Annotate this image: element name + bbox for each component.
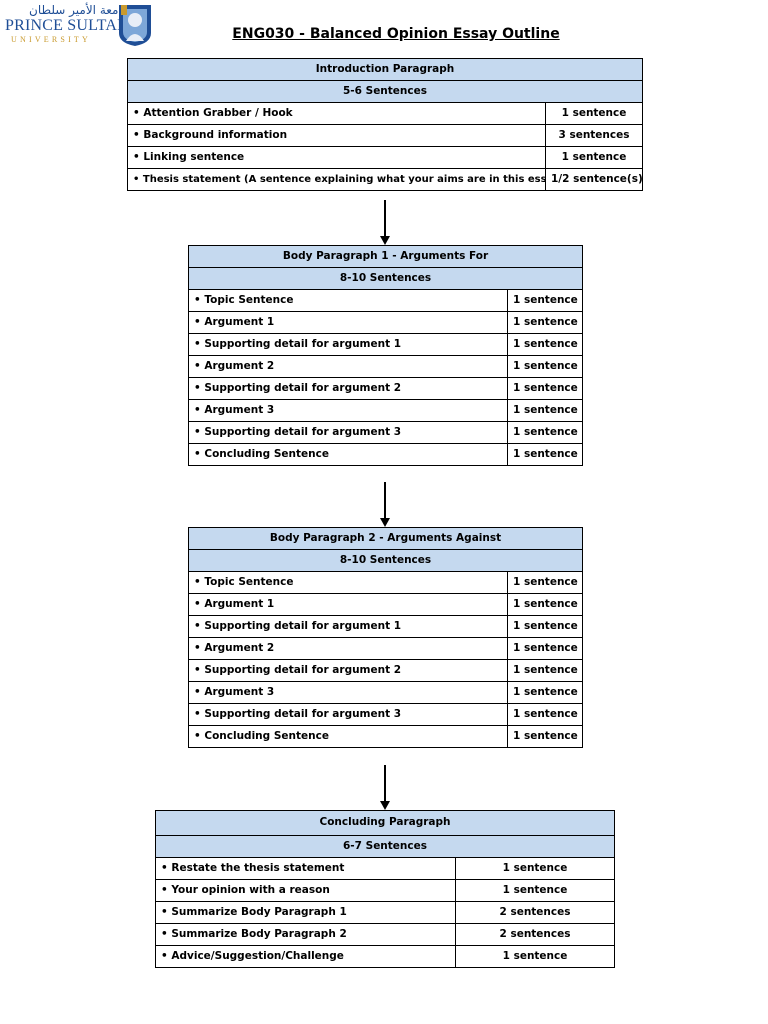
row-item: • Summarize Body Paragraph 2	[155, 923, 456, 946]
row-item: • Thesis statement (A sentence explainin…	[127, 168, 546, 191]
section-title: Body Paragraph 2 - Arguments Against	[187, 527, 584, 550]
logo-name: PRINCE SULTAN	[5, 17, 129, 34]
sentence-range: 6-7 Sentences	[155, 835, 615, 858]
row-count: 1 sentence	[544, 102, 644, 125]
row-item: • Argument 3	[188, 681, 508, 704]
row-item: • Supporting detail for argument 1	[188, 333, 508, 356]
logo-arabic-text: جامعة الأمير سلطان	[29, 3, 130, 17]
concluding-paragraph-table: Concluding Paragraph 6-7 Sentences • Res…	[155, 810, 615, 968]
row-item: • Topic Sentence	[188, 571, 508, 594]
row-item: • Your opinion with a reason	[155, 879, 456, 902]
row-count: 1/2 sentence(s)	[544, 168, 644, 191]
row-item: • Supporting detail for argument 2	[188, 659, 508, 682]
row-item: • Linking sentence	[127, 146, 546, 169]
row-item: • Supporting detail for argument 3	[188, 703, 508, 726]
down-arrow-icon	[380, 200, 390, 245]
row-count: 1 sentence	[455, 945, 615, 968]
row-item: • Background information	[127, 124, 546, 147]
row-count: 1 sentence	[506, 615, 584, 638]
row-count: 1 sentence	[506, 443, 584, 466]
row-item: • Supporting detail for argument 3	[188, 421, 508, 444]
introduction-table: Introduction Paragraph 5-6 Sentences • A…	[126, 58, 644, 191]
row-count: 1 sentence	[506, 703, 584, 726]
row-count: 1 sentence	[506, 681, 584, 704]
row-count: 1 sentence	[506, 311, 584, 334]
row-item: • Attention Grabber / Hook	[127, 102, 546, 125]
row-item: • Supporting detail for argument 2	[188, 377, 508, 400]
row-item: • Concluding Sentence	[188, 443, 508, 466]
row-count: 2 sentences	[455, 923, 615, 946]
row-count: 1 sentence	[506, 421, 584, 444]
row-item: • Argument 1	[188, 311, 508, 334]
sentence-range: 8-10 Sentences	[187, 267, 584, 290]
row-count: 1 sentence	[506, 399, 584, 422]
row-count: 1 sentence	[506, 659, 584, 682]
sentence-range: 5-6 Sentences	[126, 80, 644, 103]
row-count: 1 sentence	[506, 377, 584, 400]
down-arrow-icon	[380, 482, 390, 527]
row-count: 2 sentences	[455, 901, 615, 924]
row-item: • Argument 3	[188, 399, 508, 422]
logo-subtitle: UNIVERSITY	[11, 35, 91, 44]
row-item: • Concluding Sentence	[188, 725, 508, 748]
row-item: • Argument 2	[188, 355, 508, 378]
table-row: • Thesis statement (A sentence explainin…	[127, 168, 644, 191]
sentence-range: 8-10 Sentences	[187, 549, 584, 572]
body-paragraph-1-table: Body Paragraph 1 - Arguments For 8-10 Se…	[187, 245, 584, 466]
section-title: Concluding Paragraph	[155, 810, 615, 836]
section-title: Body Paragraph 1 - Arguments For	[187, 245, 584, 268]
row-count: 1 sentence	[506, 725, 584, 748]
row-item: • Supporting detail for argument 1	[188, 615, 508, 638]
row-count: 1 sentence	[506, 571, 584, 594]
row-count: 1 sentence	[455, 879, 615, 902]
row-count: 1 sentence	[544, 146, 644, 169]
row-item: • Advice/Suggestion/Challenge	[155, 945, 456, 968]
document-title: ENG030 - Balanced Opinion Essay Outline	[232, 26, 560, 42]
row-count: 1 sentence	[506, 289, 584, 312]
row-item: • Argument 2	[188, 637, 508, 660]
row-item: • Topic Sentence	[188, 289, 508, 312]
row-item: • Argument 1	[188, 593, 508, 616]
university-emblem-icon	[119, 5, 151, 46]
section-title: Introduction Paragraph	[126, 58, 644, 81]
row-item: • Summarize Body Paragraph 1	[155, 901, 456, 924]
row-count: 1 sentence	[506, 355, 584, 378]
down-arrow-icon	[380, 765, 390, 810]
body-paragraph-2-table: Body Paragraph 2 - Arguments Against 8-1…	[187, 527, 584, 748]
row-item: • Restate the thesis statement	[155, 857, 456, 880]
row-count: 1 sentence	[455, 857, 615, 880]
row-count: 1 sentence	[506, 333, 584, 356]
row-count: 1 sentence	[506, 593, 584, 616]
university-logo: جامعة الأمير سلطان PRINCE SULTAN UNIVERS…	[5, 3, 155, 49]
row-count: 1 sentence	[506, 637, 584, 660]
row-count: 3 sentences	[544, 124, 644, 147]
